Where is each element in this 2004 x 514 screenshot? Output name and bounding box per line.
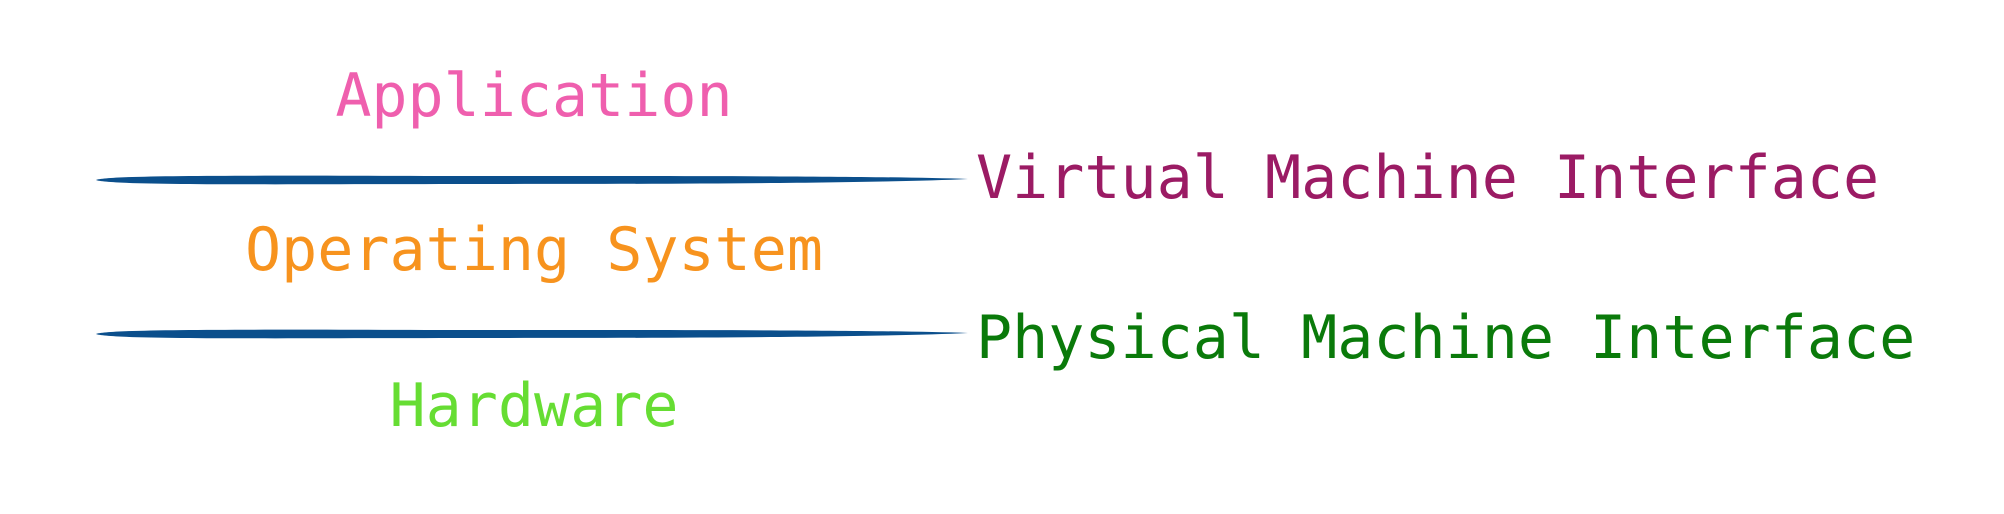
layer-operating-system-label: Operating System	[245, 215, 823, 285]
layer-application-label: Application	[335, 61, 733, 131]
physical-interface-divider	[96, 329, 968, 339]
virtual-interface-divider	[96, 175, 968, 185]
virtual-machine-interface-label: Virtual Machine Interface	[976, 143, 1880, 213]
layer-hardware-label: Hardware	[389, 371, 679, 441]
physical-machine-interface-label: Physical Machine Interface	[976, 303, 1916, 373]
